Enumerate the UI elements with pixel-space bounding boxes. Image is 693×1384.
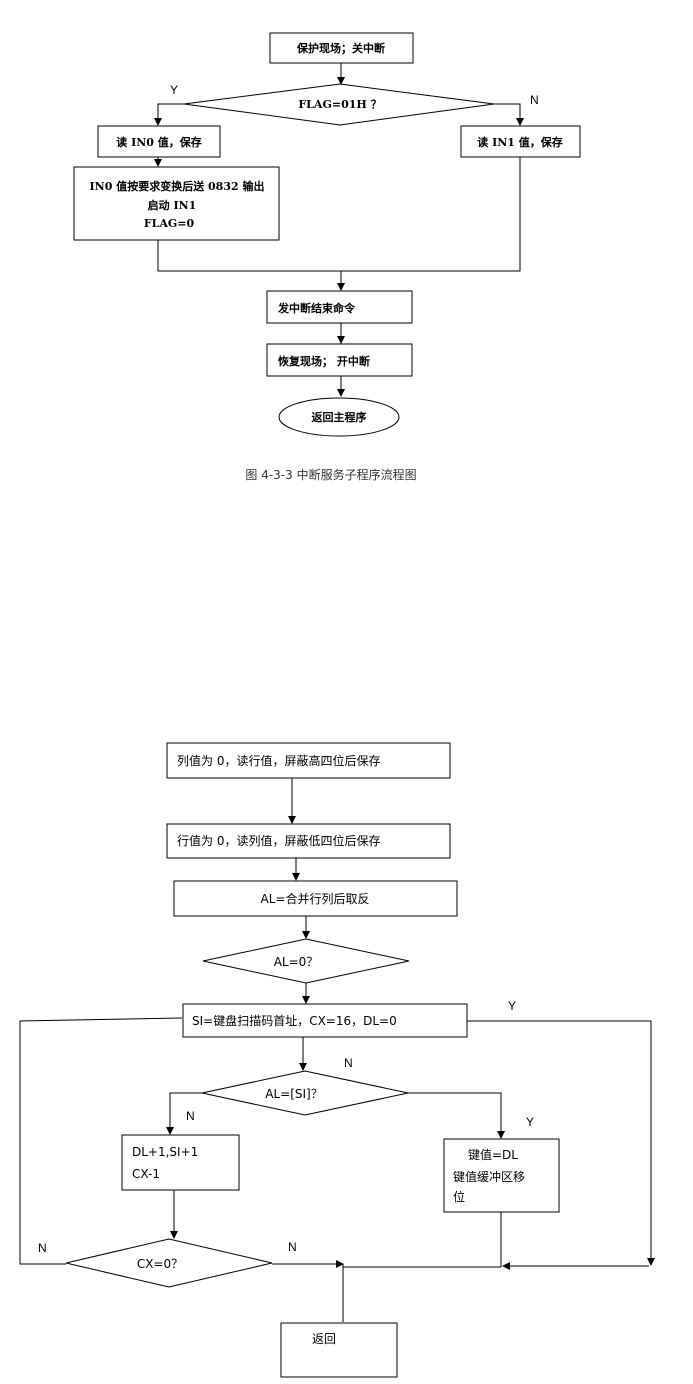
connector-no <box>494 103 524 126</box>
connector-dec2-yes <box>408 1092 505 1139</box>
no-label: N <box>530 93 539 107</box>
cx-zero-decision: CX=0？ <box>65 1238 273 1288</box>
dec2-no-label: N <box>186 1109 195 1123</box>
dec1-yes-label: Y <box>508 999 516 1013</box>
connector-loop-left <box>19 1017 183 1265</box>
read-in1-box: 读 IN1 值，保存 <box>460 125 581 158</box>
flag-decision-label: FLAG=01H ？ <box>298 98 381 111</box>
eoi-label: 发中断结束命令 <box>277 301 356 315</box>
keyboard-scan-flowchart: 列值为 0，读行值，屏蔽高四位后保存 行值为 0，读列值，屏蔽低四位后保存 AL… <box>19 742 655 1378</box>
key-value-line-2: 键值缓冲区移 <box>453 1169 525 1184</box>
read-in0-box: 读 IN0 值，保存 <box>97 125 221 158</box>
figure-caption: 图 4-3-3 中断服务子程序流程图 <box>245 467 416 482</box>
process-in0-box: IN0 值按要求变换后送 0832 输出 启动 IN1 FLAG=0 <box>73 166 280 241</box>
read-col-box: 行值为 0，读列值，屏蔽低四位后保存 <box>166 823 451 859</box>
increment-box: DL+1,SI+1 CX-1 <box>121 1134 240 1191</box>
restore-label: 恢复现场； 开中断 <box>278 354 370 368</box>
connector-merge <box>157 157 521 272</box>
yes-label: Y <box>170 83 178 97</box>
merge-invert-box: AL=合并行列后取反 <box>173 880 458 917</box>
al-zero-decision: AL=0？ <box>202 938 410 984</box>
init-label: SI=键盘扫描码首址，CX=16，DL=0 <box>192 1013 397 1028</box>
return-box: 返回 <box>280 1322 398 1378</box>
return-main-label: 返回主程序 <box>312 410 367 424</box>
merge-invert-label: AL=合并行列后取反 <box>261 891 370 906</box>
key-value-line-3: 位 <box>453 1189 465 1204</box>
connector-dec1-yes <box>467 1020 655 1266</box>
read-in1-label: 读 IN1 值，保存 <box>477 135 563 149</box>
restore-box: 恢复现场； 开中断 <box>266 343 413 377</box>
al-si-label: AL=[SI]？ <box>265 1087 322 1101</box>
flag-decision: FLAG=01H ？ <box>183 83 495 126</box>
process-line-3: FLAG=0 <box>144 217 195 230</box>
read-col-label: 行值为 0，读列值，屏蔽低四位后保存 <box>177 833 380 848</box>
return-label: 返回 <box>312 1332 336 1346</box>
dec2-yes-label: Y <box>526 1115 534 1129</box>
connector-dec2-no <box>166 1092 202 1135</box>
return-main-ellipse: 返回主程序 <box>278 397 400 437</box>
protect-site-box: 保护现场；关中断 <box>269 32 414 64</box>
read-row-label: 列值为 0，读行值，屏蔽高四位后保存 <box>177 753 380 768</box>
al-si-decision: AL=[SI]？ <box>201 1070 409 1116</box>
connector-yes <box>154 103 184 126</box>
key-value-line-1: 键值=DL <box>468 1147 518 1162</box>
dec3-no-left-label: N <box>38 1241 47 1255</box>
read-in0-label: 读 IN0 值，保存 <box>116 135 202 149</box>
key-value-box: 键值=DL 键值缓冲区移 位 <box>443 1138 560 1213</box>
process-line-1: IN0 值按要求变换后送 0832 输出 <box>90 179 265 193</box>
eoi-box: 发中断结束命令 <box>266 290 413 324</box>
al-zero-label: AL=0？ <box>274 955 319 969</box>
dec2-no-top-label: N <box>344 1056 353 1070</box>
increment-line-2: CX-1 <box>132 1167 160 1181</box>
dec3-no-right-label: N <box>288 1240 297 1254</box>
cx-zero-label: CX=0？ <box>137 1257 183 1271</box>
increment-line-1: DL+1,SI+1 <box>132 1145 198 1159</box>
process-line-2: 启动 IN1 <box>148 198 197 212</box>
read-row-box: 列值为 0，读行值，屏蔽高四位后保存 <box>166 742 451 779</box>
protect-site-label: 保护现场；关中断 <box>296 41 385 55</box>
init-box: SI=键盘扫描码首址，CX=16，DL=0 <box>182 1003 468 1038</box>
interrupt-service-flowchart: 保护现场；关中断 FLAG=01H ？ Y N 读 IN0 值，保存 读 IN1… <box>73 32 581 482</box>
